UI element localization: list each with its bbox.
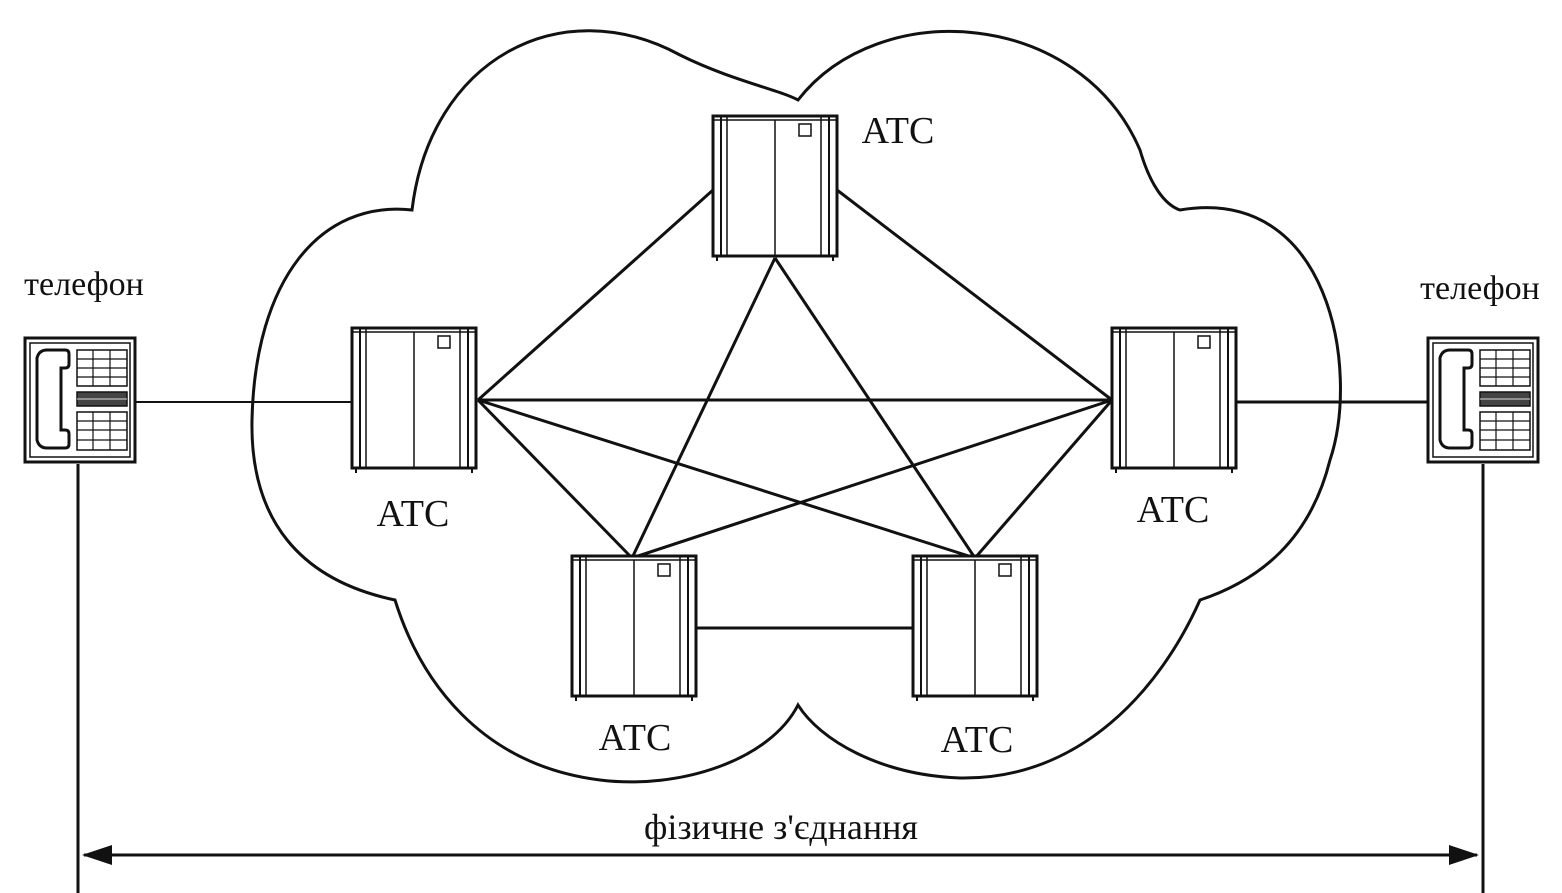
link-atc-top-atc-bottom-left xyxy=(630,257,777,559)
phone-right-label: телефон xyxy=(1420,270,1540,307)
link-atc-top-atc-bottom-right xyxy=(773,257,977,559)
atc-right-icon xyxy=(1110,326,1238,475)
link-atc-left-atc-bottom-right xyxy=(477,398,976,560)
link-atc-right-atc-bottom-left xyxy=(631,398,1113,560)
atc-top-icon xyxy=(711,114,839,263)
atc-bottom-left-label: АТС xyxy=(599,717,672,759)
arrowhead-left xyxy=(82,845,112,865)
atc-top-label: АТС xyxy=(862,110,935,152)
links xyxy=(136,188,1430,630)
link-atc-right-atc-bottom-right xyxy=(973,399,1114,559)
network-cloud xyxy=(250,29,1342,784)
atc-bottom-left-icon xyxy=(570,554,698,703)
atc-bottom-right-icon xyxy=(911,554,1039,703)
atc-right-label: АТС xyxy=(1137,489,1210,531)
arrowhead-right xyxy=(1449,845,1479,865)
link-atc-top-atc-right xyxy=(836,188,1113,402)
physical-connection-label: фізичне з'єднання xyxy=(644,807,918,847)
atc-left-icon xyxy=(350,326,478,475)
link-atc-left-atc-bottom-left xyxy=(476,398,634,560)
telephone-left-icon xyxy=(23,336,137,464)
phone-left-label: телефон xyxy=(24,266,144,303)
telephone-right-icon xyxy=(1426,336,1540,464)
link-atc-top-atc-left xyxy=(477,188,714,402)
physical-connection-line xyxy=(76,464,1485,893)
atc-bottom-right-label: АТС xyxy=(941,719,1014,761)
atc-left-label: АТС xyxy=(377,493,450,535)
